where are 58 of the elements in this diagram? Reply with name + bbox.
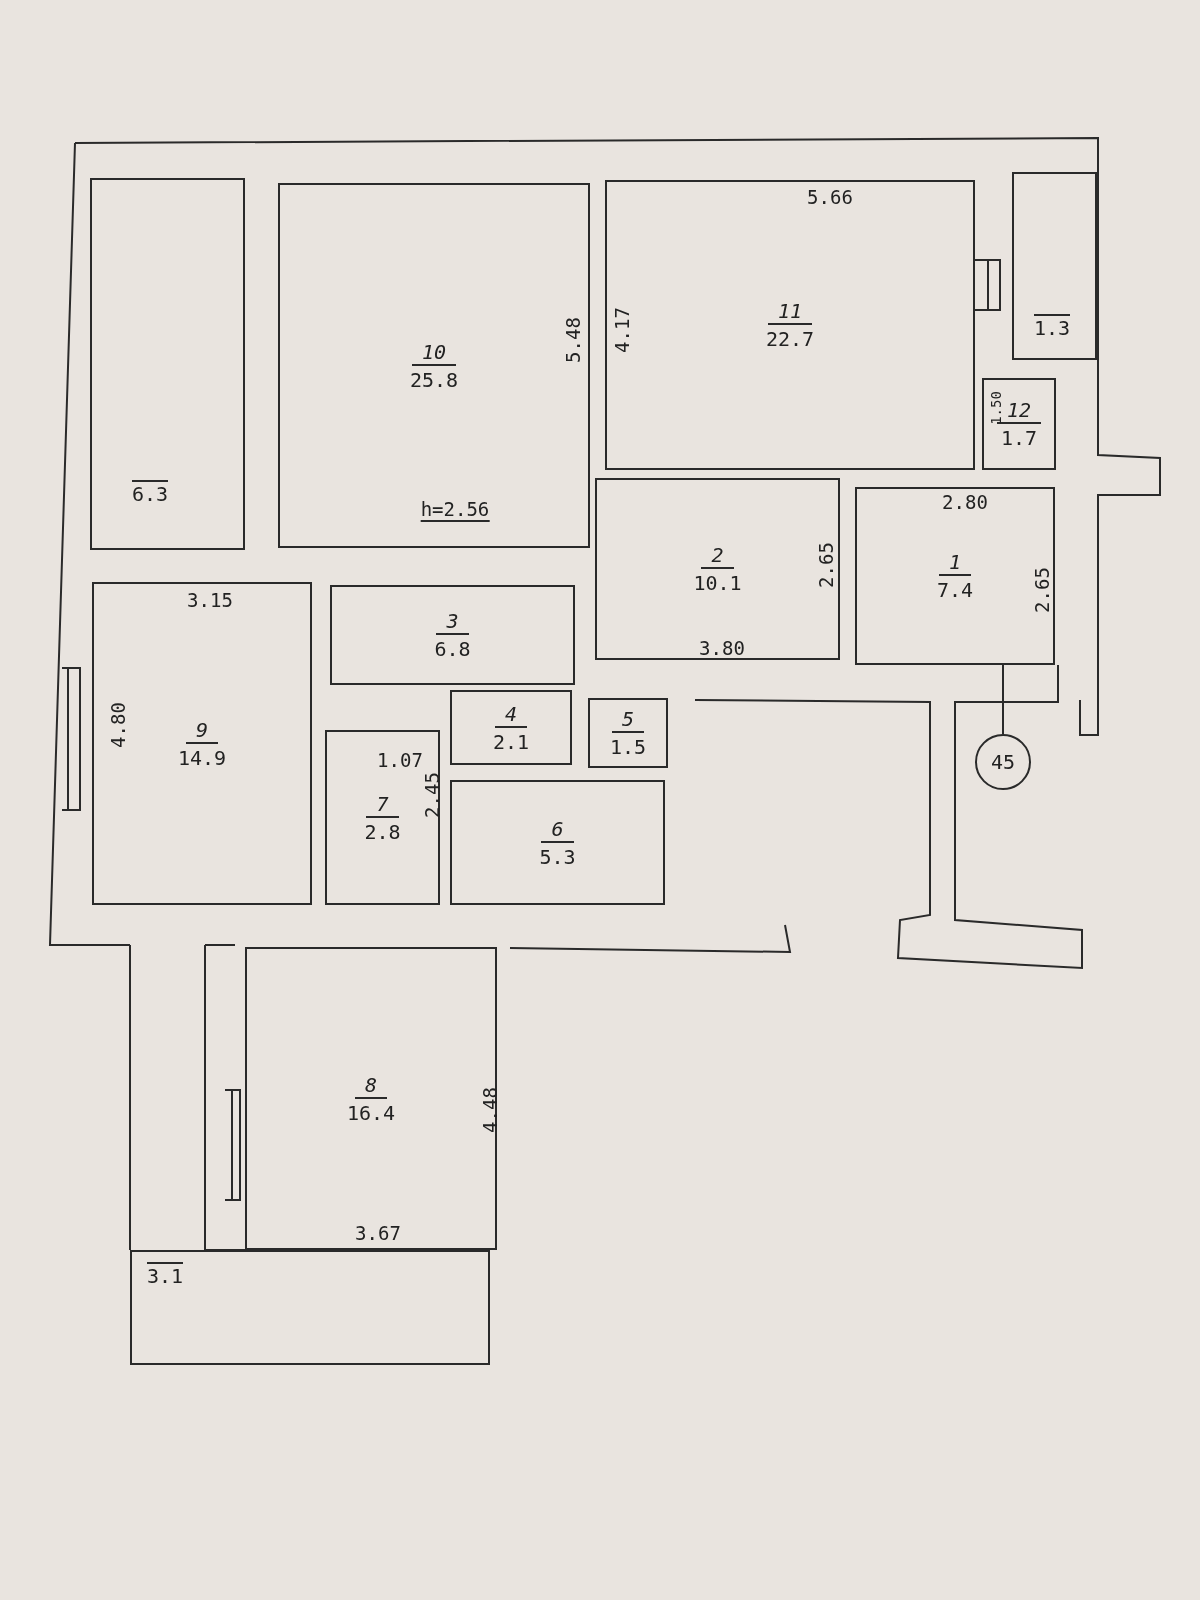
room-area: 25.8	[409, 367, 459, 392]
dimension-text: 1.50	[988, 391, 1004, 425]
room-number: 11	[767, 299, 813, 325]
dimension-text: 5.48	[562, 317, 584, 363]
room-area: 2.1	[492, 729, 530, 754]
room-outline	[450, 690, 572, 765]
dimension-text: 4.80	[107, 702, 129, 748]
leader-line	[1002, 664, 1004, 735]
dimension-text: 2.80	[942, 491, 988, 513]
room-number: 2	[701, 543, 734, 569]
room-area: 22.7	[765, 327, 815, 351]
dimension-text: 3.67	[355, 1222, 401, 1244]
dimension-text: 2.45	[421, 772, 443, 818]
area-value: 6.3	[132, 480, 169, 506]
room-outline	[588, 698, 668, 768]
dimension-text: 4.48	[479, 1087, 501, 1133]
room-number: 9	[185, 717, 218, 744]
room-number: 3	[436, 609, 469, 635]
dimension-text: 3.80	[699, 637, 745, 659]
room-area: 7.4	[936, 578, 974, 602]
dimension-text: 1.07	[377, 749, 423, 771]
room-outline	[325, 730, 440, 905]
room-outline	[595, 478, 840, 660]
balcony-outline	[130, 1250, 490, 1365]
room-area: 16.4	[346, 1100, 396, 1125]
room-area: 14.9	[177, 745, 227, 770]
area-value: 3.1	[147, 1262, 184, 1288]
room-number: 6	[541, 816, 574, 843]
dimension-text: 3.15	[187, 589, 233, 611]
dimension-text: h=2.56	[420, 498, 490, 522]
room-number: 5	[611, 707, 644, 733]
dimension-text: 4.17	[611, 307, 633, 353]
room-outline	[982, 378, 1056, 470]
room-number: 8	[354, 1072, 387, 1099]
room-outline	[855, 487, 1055, 665]
balcony-outline	[90, 178, 245, 550]
room-area: 2.8	[364, 819, 401, 844]
dimension-text: 2.65	[815, 542, 837, 588]
callout-circle: 45	[975, 734, 1031, 790]
room-outline	[330, 585, 575, 685]
room-area: 6.8	[434, 637, 471, 661]
room-number: 4	[494, 701, 527, 728]
room-outline	[278, 183, 590, 548]
room-area: 5.3	[539, 844, 576, 869]
room-number: 10	[411, 339, 457, 366]
room-outline	[605, 180, 975, 470]
dimension-text: 2.65	[1031, 567, 1053, 613]
area-value: 1.3	[1034, 314, 1071, 340]
room-number: 1	[938, 550, 971, 576]
room-outline	[245, 947, 497, 1250]
balcony-outline	[1012, 172, 1097, 360]
room-area: 10.1	[693, 571, 742, 595]
room-outline	[92, 582, 312, 905]
room-area: 1.7	[1000, 426, 1038, 450]
room-number: 7	[366, 791, 399, 818]
room-area: 1.5	[609, 735, 647, 759]
room-outline	[450, 780, 665, 905]
dimension-text: 5.66	[807, 186, 853, 208]
